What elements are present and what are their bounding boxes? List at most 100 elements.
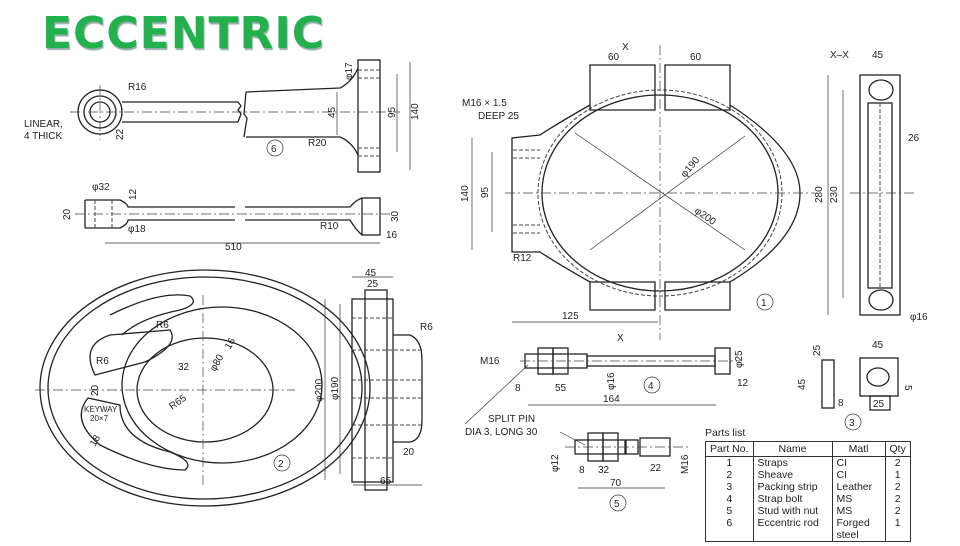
dim-phi12: φ12 [550, 454, 561, 472]
dim-16: 16 [386, 230, 398, 241]
dim-22: 22 [650, 463, 662, 474]
dim-phi18: φ18 [128, 224, 146, 235]
table-cell: Straps [752, 456, 833, 469]
dim-8: 8 [579, 465, 585, 476]
dim-22: 22 [115, 128, 126, 140]
table-cell: CI [831, 469, 886, 481]
table-cell: 1 [884, 517, 911, 542]
part-callout-6: 6 [271, 144, 277, 155]
part-callout-3: 3 [849, 418, 855, 429]
part-callout-5: 5 [614, 499, 620, 510]
table-cell: Forged steel [831, 517, 886, 542]
dim-140: 140 [410, 103, 421, 120]
dim-140: 140 [460, 185, 471, 202]
dim-510: 510 [225, 242, 242, 253]
stud-with-nut: 5 φ12 8 32 22 M16 70 [550, 432, 691, 512]
dim-phi17: φ17 [344, 62, 355, 80]
sheave-side-view: 45 25 φ200 φ190 R6 20 65 [314, 268, 433, 491]
dim-45: 45 [872, 340, 884, 351]
dim-8: 8 [838, 398, 844, 409]
dim-phi32: φ32 [92, 182, 110, 193]
dim-45: 45 [797, 378, 808, 390]
dim-r16: R16 [128, 82, 147, 93]
table-cell: Stud with nut [752, 505, 833, 517]
part-callout-2: 2 [278, 459, 284, 470]
table-cell: Strap bolt [752, 493, 833, 505]
dim-5: 5 [902, 385, 913, 391]
dim-45: 45 [872, 50, 884, 61]
dim-25: 25 [367, 279, 379, 290]
table-header-row: Part No. Name Matl Qty [705, 441, 911, 457]
table-cell: 2 [884, 493, 911, 505]
strap-section-view: X–X 45 26 φ16 [827, 50, 928, 323]
table-cell: 1 [884, 469, 911, 481]
table-cell: 2 [705, 469, 754, 481]
note-linear: LINEAR, [24, 119, 63, 130]
dim-60: 60 [608, 52, 620, 63]
dim-phi190: φ190 [330, 376, 341, 400]
section-marker-x: X [622, 42, 629, 53]
dim-phi16: φ16 [910, 312, 928, 323]
dim-m16: M16 [480, 356, 500, 367]
table-cell: 2 [884, 456, 911, 469]
dim-r65: R65 [167, 393, 189, 413]
table-cell: 5 [705, 505, 754, 517]
table-cell: Packing strip [752, 481, 833, 493]
strap-bolt: 4 M16 8 55 φ16 164 φ25 12 SPLIT PIN DIA … [464, 347, 749, 446]
table-cell: 2 [884, 505, 911, 517]
note-keyway: KEYWAY [84, 405, 118, 414]
dim-164: 164 [603, 394, 620, 405]
table-cell: 4 [705, 493, 754, 505]
dim-25: 25 [873, 399, 885, 410]
dim-95: 95 [480, 186, 491, 198]
dim-280: 280 [814, 186, 825, 203]
dim-30: 30 [390, 210, 401, 222]
dim-phi200: φ200 [314, 378, 325, 402]
dim-55: 55 [555, 383, 567, 394]
dim-32: 32 [178, 362, 190, 373]
dim-r6: R6 [96, 356, 109, 367]
parts-list-caption: Parts list [705, 427, 746, 439]
dim-20: 20 [62, 208, 73, 220]
table-cell: Leather [831, 481, 886, 493]
dim-32: 32 [598, 465, 610, 476]
dim-45: 45 [365, 268, 377, 279]
table-cell: 2 [884, 481, 911, 493]
dim-12: 12 [128, 188, 139, 200]
strap-front-view: 1 X X 60 60 M16 × 1.5 DEEP 25 140 95 φ19… [460, 42, 840, 344]
dim-18: 18 [88, 433, 103, 449]
note-thread: M16 × 1.5 [462, 98, 507, 109]
dim-230: 230 [829, 186, 840, 203]
dim-r6: R6 [156, 320, 169, 331]
note-thick: 4 THICK [24, 131, 62, 142]
table-cell: CI [831, 456, 886, 469]
table-cell: Eccentric rod [752, 517, 833, 542]
note-pin-size: DIA 3, LONG 30 [465, 427, 538, 438]
dim-60: 60 [690, 52, 702, 63]
dim-8: 8 [515, 383, 521, 394]
dim-r12: R12 [513, 253, 532, 264]
table-cell: MS [831, 493, 886, 505]
note-split-pin: SPLIT PIN [488, 414, 535, 425]
table-cell: 6 [705, 517, 754, 542]
dim-m16: M16 [680, 454, 691, 474]
section-label-xx: X–X [830, 50, 849, 61]
drawing-title: ECCENTRIC [42, 8, 326, 59]
column-header: Qty [884, 441, 911, 457]
column-header: Matl [831, 441, 886, 457]
note-keyway-size: 20×7 [90, 414, 109, 423]
dim-125: 125 [562, 311, 579, 322]
section-marker-x: X [617, 333, 624, 344]
dim-phi16: φ16 [606, 372, 617, 390]
column-header: Part No. [705, 441, 754, 457]
column-header: Name [752, 441, 833, 457]
dim-45: 45 [327, 106, 338, 118]
dim-95: 95 [387, 106, 398, 118]
